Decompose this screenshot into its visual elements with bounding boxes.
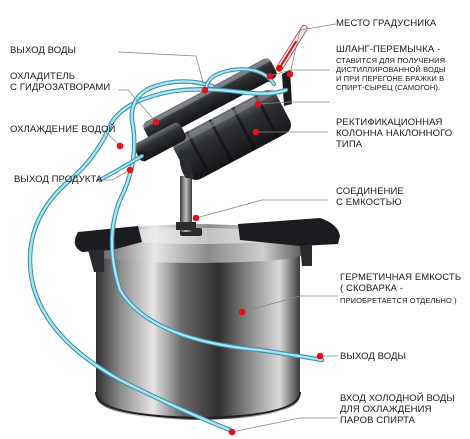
marker-water-outlet-top: [201, 86, 209, 94]
marker-cooler: [152, 118, 160, 126]
marker-cold-water-inlet: [228, 428, 236, 436]
marker-water-cooling: [116, 142, 124, 150]
water-hoses: [27, 67, 325, 433]
thermometer: [275, 25, 308, 106]
marker-column-body: [252, 128, 260, 136]
label-water-cooling: ОХЛАЖДЕНИЕ ВОДОЙ: [10, 124, 116, 135]
label-thermometer-place: МЕСТО ГРАДУСНИКА: [336, 18, 437, 29]
marker-column: [254, 100, 262, 108]
label-vessel-note: ПРИОБРЕТАЕТСЯ ОТДЕЛЬНО ): [340, 296, 457, 305]
label-cold-water-inlet: ВХОД ХОЛОДНОЙ ВОДЫ ДЛЯ ОХЛАЖДЕНИЯ ПАРОВ …: [340, 393, 455, 426]
label-cooler: ОХЛАДИТЕЛЬ С ГИДРОЗАТВОРАМИ: [10, 71, 111, 93]
marker-connection: [192, 214, 200, 222]
label-connection: СОЕДИНЕНИЕ С ЕМКОСТЬЮ: [336, 186, 404, 208]
marker-water-outlet-bottom: [316, 352, 324, 360]
marker-jumper-hose: [266, 72, 274, 80]
label-water-outlet-top: ВЫХОД ВОДЫ: [10, 45, 77, 56]
leader-lines: [90, 23, 338, 433]
label-water-outlet-bottom: ВЫХОД ВОДЫ: [340, 351, 407, 362]
label-jumper-hose-description: СТАВИТСЯ ДЛЯ ПОЛУЧЕНИЯ ДИСТИЛЛИРОВАННОЙ …: [336, 56, 446, 92]
label-vessel: ГЕРМЕТИЧНАЯ ЕМКОСТЬ ( СКОВАРКА -: [340, 272, 462, 294]
pressure-cooker: [74, 218, 340, 420]
vessel-connection-tube: [176, 176, 196, 232]
marker-vessel: [238, 308, 246, 316]
label-product-outlet: ВЫХОД ПРОДУКТА: [14, 174, 103, 185]
marker-product-outlet: [126, 166, 134, 174]
callout-markers: [116, 70, 324, 436]
label-jumper-hose: ШЛАНГ-ПЕРЕМЫЧКА -: [336, 44, 441, 55]
label-column: РЕКТИФИКАЦИОННАЯ КОЛОННА НАКЛОННОГО ТИПА: [336, 117, 453, 150]
marker-thermometer: [286, 70, 294, 78]
rectification-column: [170, 88, 291, 180]
